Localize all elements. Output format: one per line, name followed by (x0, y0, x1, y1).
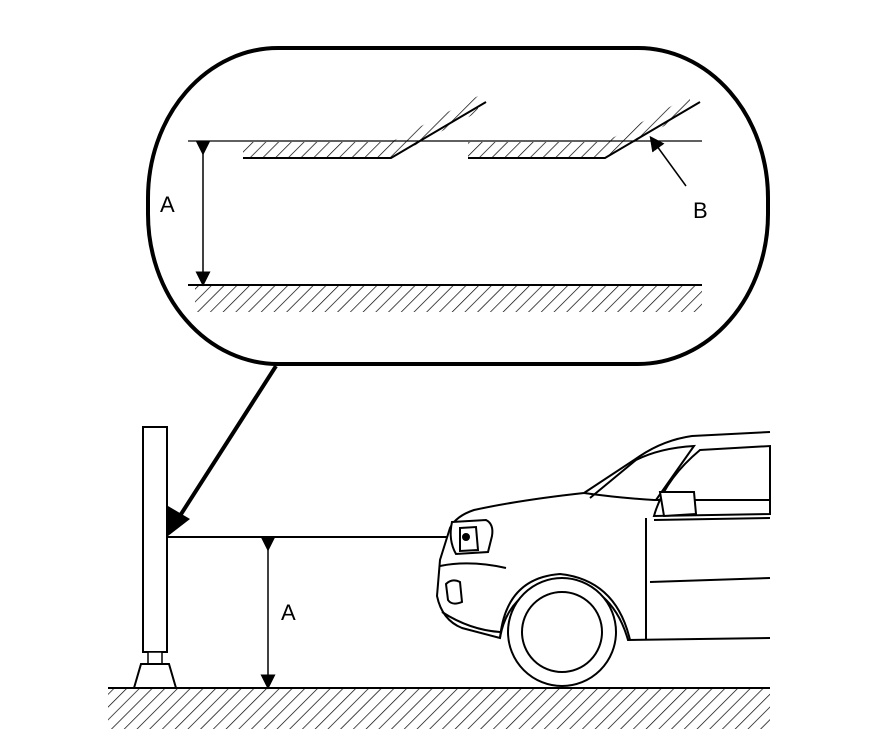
label-a-bubble: A (160, 192, 175, 217)
pointer-arrow-head (168, 506, 190, 536)
ground (108, 687, 770, 729)
side-mirror (658, 491, 698, 518)
label-a-ground: A (281, 600, 296, 625)
beam-pattern-right (468, 96, 701, 159)
label-b: B (693, 198, 708, 223)
body-character-line (649, 577, 771, 583)
beam-hatch-slope (605, 96, 690, 158)
beam-hatch-horizontal (468, 142, 605, 158)
screen-post (142, 426, 168, 653)
front-rim (521, 591, 603, 673)
lower-bumper-line (441, 611, 501, 633)
hood-line (583, 492, 770, 501)
aiming-screen (132, 426, 178, 689)
wheel-arch (499, 572, 631, 641)
magnified-view-bubble: A B (146, 46, 770, 366)
ground-hatch (108, 689, 770, 729)
beam-hatch-slope (391, 96, 478, 158)
cutoff-line-left (243, 101, 487, 159)
fog-light (444, 579, 464, 605)
headlight-center-mark (462, 533, 470, 541)
cutoff-line-right (468, 101, 701, 159)
windshield (589, 444, 697, 501)
pointer-arrow-shaft (174, 364, 278, 524)
bumper-line (439, 562, 507, 569)
belt-line (653, 517, 771, 521)
headlight-lens (459, 525, 480, 553)
floor-hatch-bubble (195, 286, 702, 312)
screen-base (132, 663, 178, 689)
screen-post-neck (147, 651, 163, 665)
bubble-outline (146, 46, 770, 366)
leader-b-arrow (649, 135, 687, 187)
front-tire (507, 577, 617, 687)
headlight-housing (449, 518, 494, 556)
beam-pattern-left (243, 96, 487, 159)
beam-hatch-horizontal (243, 142, 391, 158)
vehicle (435, 431, 771, 687)
